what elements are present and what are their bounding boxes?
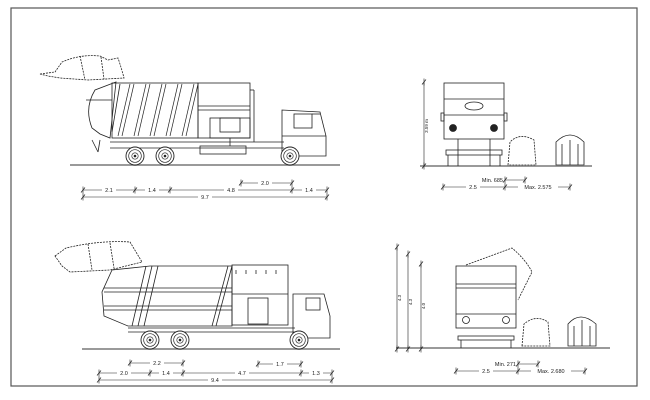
dimensions-top-rear	[421, 78, 573, 191]
truck-rear-view-top	[420, 82, 592, 167]
min-label: Min. 271	[495, 362, 516, 368]
dim-label: 4.8	[227, 188, 235, 194]
dim-label: 1.3	[312, 371, 320, 377]
dim-label: 2.0	[261, 181, 269, 187]
max-label: Max. 2.575	[524, 185, 551, 191]
dimension-labels-top-rear: 3.59 m Min. 685 2.5 Max. 2.575	[424, 119, 558, 191]
dimension-labels-top-side: 2.0 2.1 1.4 4.8 1.4 9.7	[102, 180, 316, 201]
min-label: Min. 685	[482, 178, 503, 184]
dimension-labels-bottom-rear: 4.3 4.3 4.0 Min. 271 2.5 Max. 2.680	[397, 294, 571, 375]
dim-label: 9.4	[211, 378, 219, 384]
vertical-dim-label: 4.0	[421, 302, 426, 309]
dimension-labels-bottom-side: 2.2 1.7 2.0 1.4 4.7 1.3 9.4	[117, 360, 323, 384]
width-label: 2.5	[482, 369, 490, 375]
vertical-dim-label: 3.59 m	[424, 119, 429, 133]
vertical-dim-label: 4.3	[408, 298, 413, 305]
dim-label: 1.4	[148, 188, 156, 194]
truck-side-view-top	[39, 55, 340, 166]
dim-label: 1.4	[305, 188, 313, 194]
dim-label: 4.7	[238, 371, 246, 377]
dim-label: 9.7	[201, 195, 209, 201]
truck-side-view-bottom	[54, 241, 340, 350]
drawing-frame	[10, 7, 638, 387]
dim-label: 1.7	[276, 362, 284, 368]
vertical-dim-label: 4.3	[397, 294, 402, 301]
width-label: 2.5	[469, 185, 477, 191]
dim-label: 2.2	[153, 361, 161, 367]
dim-label: 2.0	[120, 371, 128, 377]
dim-label: 1.4	[162, 371, 170, 377]
max-label: Max. 2.680	[537, 369, 564, 375]
dim-label: 2.1	[105, 188, 113, 194]
truck-rear-view-bottom	[396, 247, 610, 349]
